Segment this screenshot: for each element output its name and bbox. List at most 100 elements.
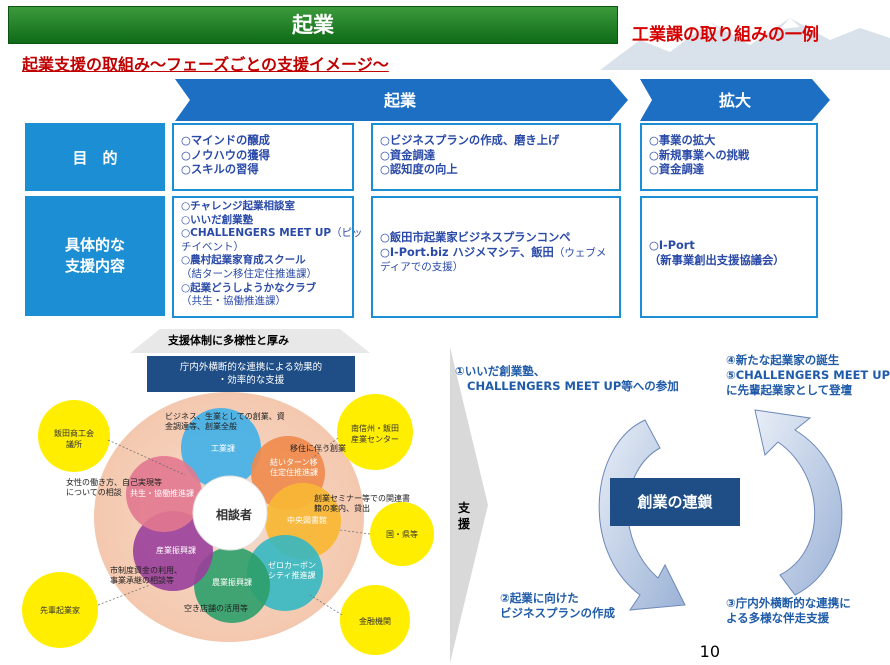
list-item: ○マインドの醸成 xyxy=(181,134,270,147)
dept-circle-norin xyxy=(194,547,270,623)
partner-label-chamber: 飯田商工会 議所 xyxy=(44,428,104,450)
note-1-line2: 金調達等、創業全般 xyxy=(165,422,237,431)
row-header-content-line1: 具体的な xyxy=(64,236,125,254)
partner-circle-pioneer xyxy=(22,572,98,648)
purpose-cell-2: ○ビジネスプランの作成、磨き上げ ○資金調達 ○認知度の向上 xyxy=(371,123,621,191)
list-item: ○チャレンジ起業相談室 xyxy=(181,200,296,212)
list-item: ○ノウハウの獲得 xyxy=(181,148,270,162)
note-3-line2: 籍の案内、貸出 xyxy=(314,504,370,513)
dept-label-musubi-line2: 住定住推進課 xyxy=(270,468,318,477)
support-arrow xyxy=(450,347,488,663)
list-item: ○スキルの習得 xyxy=(181,163,259,176)
right-title: 工業課の取り組みの一例 xyxy=(632,25,819,45)
purpose-cell-3: ○事業の拡大 ○新規事業への挑戦 ○資金調達 xyxy=(640,123,818,191)
list-item: ○起業どうしようかなクラブ xyxy=(181,281,317,294)
note-5-line1: 市制度資金の利用、 xyxy=(110,566,182,575)
support-label-arrow xyxy=(130,329,370,353)
row-header-purpose-label: 目 的 xyxy=(72,148,118,167)
dept-label-chuoto: 中央図書館 xyxy=(287,516,327,525)
cycle-step-4: ④新たな起業家の誕生 xyxy=(726,353,840,367)
item-note: （ピッ xyxy=(331,227,363,240)
connector-line xyxy=(309,437,339,461)
list-item: （新事業創出支援協議会） xyxy=(649,253,785,267)
cycle-step-2-line2: ビジネスプランの作成 xyxy=(500,606,615,620)
content-cell-2: ○飯田市起業家ビジネスプランコンペ ○I-Port.biz ハジメマシテ、飯田（… xyxy=(371,196,621,318)
expansion-phase-arrow xyxy=(640,79,830,121)
cycle-step-5-line2: に先輩起業家として登壇 xyxy=(726,383,853,397)
cycle-arrow-right xyxy=(754,409,843,596)
dept-label-zero-line2: シティ推進課 xyxy=(268,571,316,580)
cycle-step-1-line1: ①いいだ創業塾、 xyxy=(455,364,546,378)
partner-label-center-line2: 産業センター xyxy=(351,435,399,444)
item-title: ○CHALLENGERS MEET UP xyxy=(181,227,332,240)
partner-label-chamber-line1: 飯田商工会 xyxy=(54,429,94,438)
note-4: 女性の働き方、自己実現等 についての相談 xyxy=(66,478,162,498)
phase-expansion-label: 拡大 xyxy=(718,91,751,110)
partner-label-center: 南信州・飯田 産業センター xyxy=(343,423,407,445)
center-circle xyxy=(192,475,268,551)
partner-label-gov: 国・県等 xyxy=(386,530,418,539)
phase-startup-label: 起業 xyxy=(383,91,416,110)
phase-arrows xyxy=(175,79,830,121)
note-1-line1: ビジネス、生業としての創業、資 xyxy=(165,412,285,421)
list-item: ○ビジネスプランの作成、磨き上げ xyxy=(380,134,560,147)
content-cell-1: ○チャレンジ起業相談室 ○いいだ創業塾 ○CHALLENGERS MEET UP… xyxy=(172,196,363,318)
connector-line xyxy=(97,584,151,606)
note-3-line1: 創業セミナー等での関連書 xyxy=(314,494,410,503)
purpose-cell-1: ○マインドの醸成 ○ノウハウの獲得 ○スキルの習得 xyxy=(172,123,354,191)
support-structure-box: 庁内外横断的な連携による効果的 ・効率的な支援 xyxy=(147,356,355,392)
list-item: ○資金調達 xyxy=(649,163,705,176)
note-5: 市制度資金の利用、 事業承継の相談等 xyxy=(110,566,182,586)
dept-label-zero-line1: ゼロカーボン xyxy=(268,561,316,570)
list-item: ○新規事業への挑戦 xyxy=(649,148,750,162)
list-item: ○I-Port xyxy=(649,239,695,252)
dept-label-musubi-line1: 結いターン移 xyxy=(270,458,318,467)
partner-label-bank: 金融機関 xyxy=(359,617,391,626)
cycle-step-3: ③庁内外横断的な連携に よる多様な伴走支援 xyxy=(726,596,851,626)
organization-diagram xyxy=(22,392,434,655)
partner-circle-center xyxy=(337,394,413,470)
item-note: （ウェブメ xyxy=(553,246,607,259)
partner-label-pioneer: 先輩起業家 xyxy=(40,606,80,615)
row-header-content: 具体的な 支援内容 xyxy=(25,196,165,316)
item-note: （結ターン移住定住推進課） xyxy=(181,267,317,280)
dept-circle-sangyo xyxy=(133,511,213,591)
item-title: ○I-Port.biz ハジメマシテ、飯田 xyxy=(380,245,554,259)
note-3: 創業セミナー等での関連書 籍の案内、貸出 xyxy=(314,494,410,514)
center-label: 相談者 xyxy=(216,508,253,522)
dept-circle-kogyo xyxy=(181,408,261,488)
list-item: ○事業の拡大 xyxy=(649,134,716,147)
dept-label-musubi: 結いターン移 住定住推進課 xyxy=(270,458,318,478)
support-structure-label: 支援体制に多様性と厚み xyxy=(168,334,289,347)
note-4-line1: 女性の働き方、自己実現等 xyxy=(66,478,162,487)
page-number: 10 xyxy=(699,642,720,661)
support-arrow-label: 支援 xyxy=(458,501,471,531)
cycle-step-3-line1: ③庁内外横断的な連携に xyxy=(726,596,851,610)
list-item: ○CHALLENGERS MEET UP（ピッ xyxy=(181,227,363,241)
support-box-line1: 庁内外横断的な連携による効果的 xyxy=(179,362,323,373)
item-note: （共生・協働推進課） xyxy=(181,295,286,308)
dept-label-sangyo: 産業振興課 xyxy=(156,546,196,555)
note-2: 移住に伴う創業 xyxy=(290,444,346,453)
dept-label-zero: ゼロカーボン シティ推進課 xyxy=(268,561,316,581)
cycle-step-1-line2: CHALLENGERS MEET UP等への参加 xyxy=(467,379,679,393)
startup-phase-arrow xyxy=(175,79,628,121)
note-1: ビジネス、生業としての創業、資 金調達等、創業全般 xyxy=(165,412,285,432)
cycle-step-4-5: ④新たな起業家の誕生 ⑤CHALLENGERS MEET UP に先輩起業家とし… xyxy=(726,353,890,398)
partner-circle-gov xyxy=(370,502,434,566)
cycle-center-box: 創業の連鎖 xyxy=(610,478,740,526)
list-item: ○資金調達 xyxy=(380,148,436,162)
partner-circle-chamber xyxy=(38,400,110,472)
list-item: ○飯田市起業家ビジネスプランコンペ xyxy=(380,231,571,244)
partner-label-center-line1: 南信州・飯田 xyxy=(351,424,399,433)
page-subtitle: 起業支援の取組み～フェーズごとの支援イメージ～ xyxy=(22,55,389,74)
note-4-line2: についての相談 xyxy=(66,488,122,497)
cycle-step-1: ①いいだ創業塾、 CHALLENGERS MEET UP等への参加 xyxy=(455,364,679,394)
cycle-step-5-line1: ⑤CHALLENGERS MEET UP xyxy=(726,368,890,382)
row-header-purpose: 目 的 xyxy=(25,123,165,191)
cycle-step-3-line2: よる多様な伴走支援 xyxy=(726,611,830,625)
content-cell-3: ○I-Port （新事業創出支援協議会） xyxy=(640,196,818,318)
note-6: 空き店舗の活用等 xyxy=(184,604,248,613)
list-item: ○農村起業家育成スクール xyxy=(181,254,306,267)
dept-label-kyosei: 共生・協働推進課 xyxy=(130,489,194,498)
